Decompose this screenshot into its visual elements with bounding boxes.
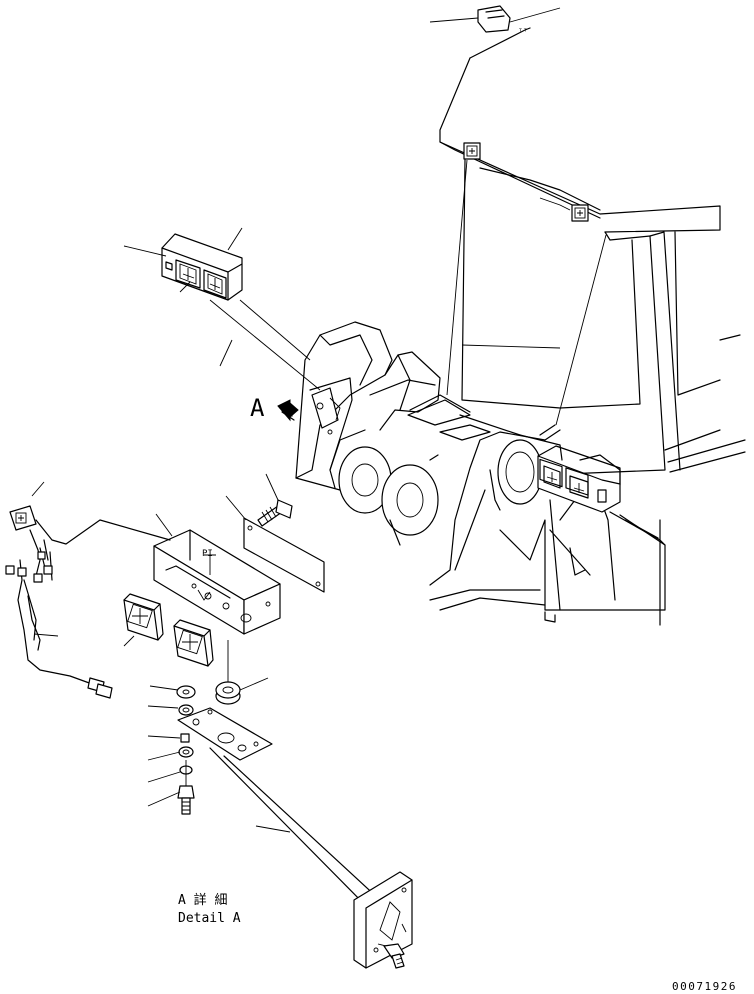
hardware-stack: [147, 685, 196, 815]
rubber-grommet: [215, 640, 269, 705]
support-post: [209, 747, 413, 969]
svg-text:ᵀᵀ: ᵀᵀ: [518, 27, 528, 36]
lamp-mounting-bracket: PI: [153, 513, 281, 635]
view-label: A: [250, 394, 265, 422]
cover-plate: [225, 495, 325, 593]
view-arrow-a: A: [250, 394, 299, 422]
wiring-harness: [5, 481, 171, 699]
cab-roof-lamp-right: [571, 204, 589, 222]
rear-frame: [429, 424, 666, 623]
cab-roof-lamp-left: [463, 142, 481, 160]
mounted-lamp-box: [537, 445, 621, 513]
leader-line: [555, 234, 607, 426]
leader-line: [227, 227, 243, 251]
frame-bracket-detail: [311, 387, 341, 435]
leader-line: [123, 245, 167, 257]
leader-line: [179, 281, 191, 293]
cab-body: [439, 27, 746, 626]
drawing-number: 00071926: [672, 980, 737, 993]
leader-line: [219, 339, 233, 367]
leader-line: [239, 299, 311, 361]
detail-caption-en: Detail A: [178, 911, 241, 926]
work-lamp-2: [173, 619, 214, 667]
work-lamp-1: [123, 593, 164, 647]
detail-caption-jp: A 詳 細: [178, 892, 227, 908]
lamp-box-upper: [161, 233, 243, 301]
svg-text:PI: PI: [202, 549, 213, 559]
mounting-plate: [177, 707, 273, 761]
leader-line: [209, 299, 321, 391]
bolt-upper: [257, 473, 293, 527]
loader-front-frame: [295, 321, 521, 546]
beacon-lamp: ᵀᵀ: [429, 5, 561, 36]
bolt-lower: [377, 943, 405, 969]
leader-line: [446, 159, 468, 396]
